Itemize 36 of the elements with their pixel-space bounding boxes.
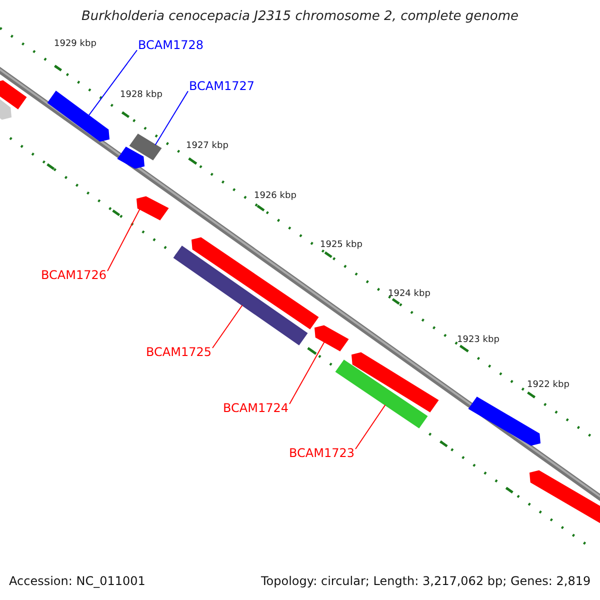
- gene-feature: [468, 396, 541, 446]
- gene-feature: [136, 196, 169, 220]
- gene-feature: [47, 90, 110, 142]
- gene-feature: [117, 146, 145, 169]
- scale-label: 1929 kbp: [54, 40, 96, 50]
- gene-feature: [129, 134, 162, 160]
- scale-label: 1923 kbp: [457, 336, 500, 346]
- gene-feature: [351, 352, 439, 412]
- leader-line: [154, 90, 188, 146]
- scale-label: 1926 kbp: [254, 192, 296, 202]
- gene-label: BCAM1727: [189, 80, 255, 94]
- gene-feature: [0, 98, 12, 120]
- genome-info-text: Topology: circular; Length: 3,217,062 bp; Genes: 2,819: [261, 575, 591, 588]
- scale-label: 1927 kbp: [186, 142, 228, 152]
- gene-feature: [191, 237, 319, 330]
- title: Burkholderia cenocepacia J2315 chromosome 2, complete genome: [80, 10, 520, 24]
- gene-feature: [0, 80, 27, 110]
- gene-label: BCAM1725: [146, 346, 212, 360]
- scale-label: 1924 kbp: [388, 290, 430, 300]
- leader-line: [88, 50, 138, 116]
- gene-label: BCAM1723: [289, 447, 355, 460]
- scale-label: 1928 kbp: [120, 91, 162, 101]
- gene-feature: [335, 360, 428, 428]
- leader-line: [212, 304, 243, 348]
- gene-label: BCAM1728: [138, 39, 204, 52]
- scale-label: 1922 kbp: [527, 381, 570, 391]
- accession-text: Accession: NC_011001: [9, 575, 146, 588]
- leader-line: [355, 404, 386, 450]
- leader-line: [289, 341, 325, 404]
- gene-feature: [173, 246, 308, 346]
- gene-feature: [529, 470, 600, 524]
- gene-feature: [314, 325, 349, 352]
- scale-label: 1925 kbp: [320, 241, 362, 251]
- leader-line: [107, 208, 140, 272]
- gene-label: BCAM1724: [223, 402, 289, 416]
- gene-label: BCAM1726: [41, 269, 107, 282]
